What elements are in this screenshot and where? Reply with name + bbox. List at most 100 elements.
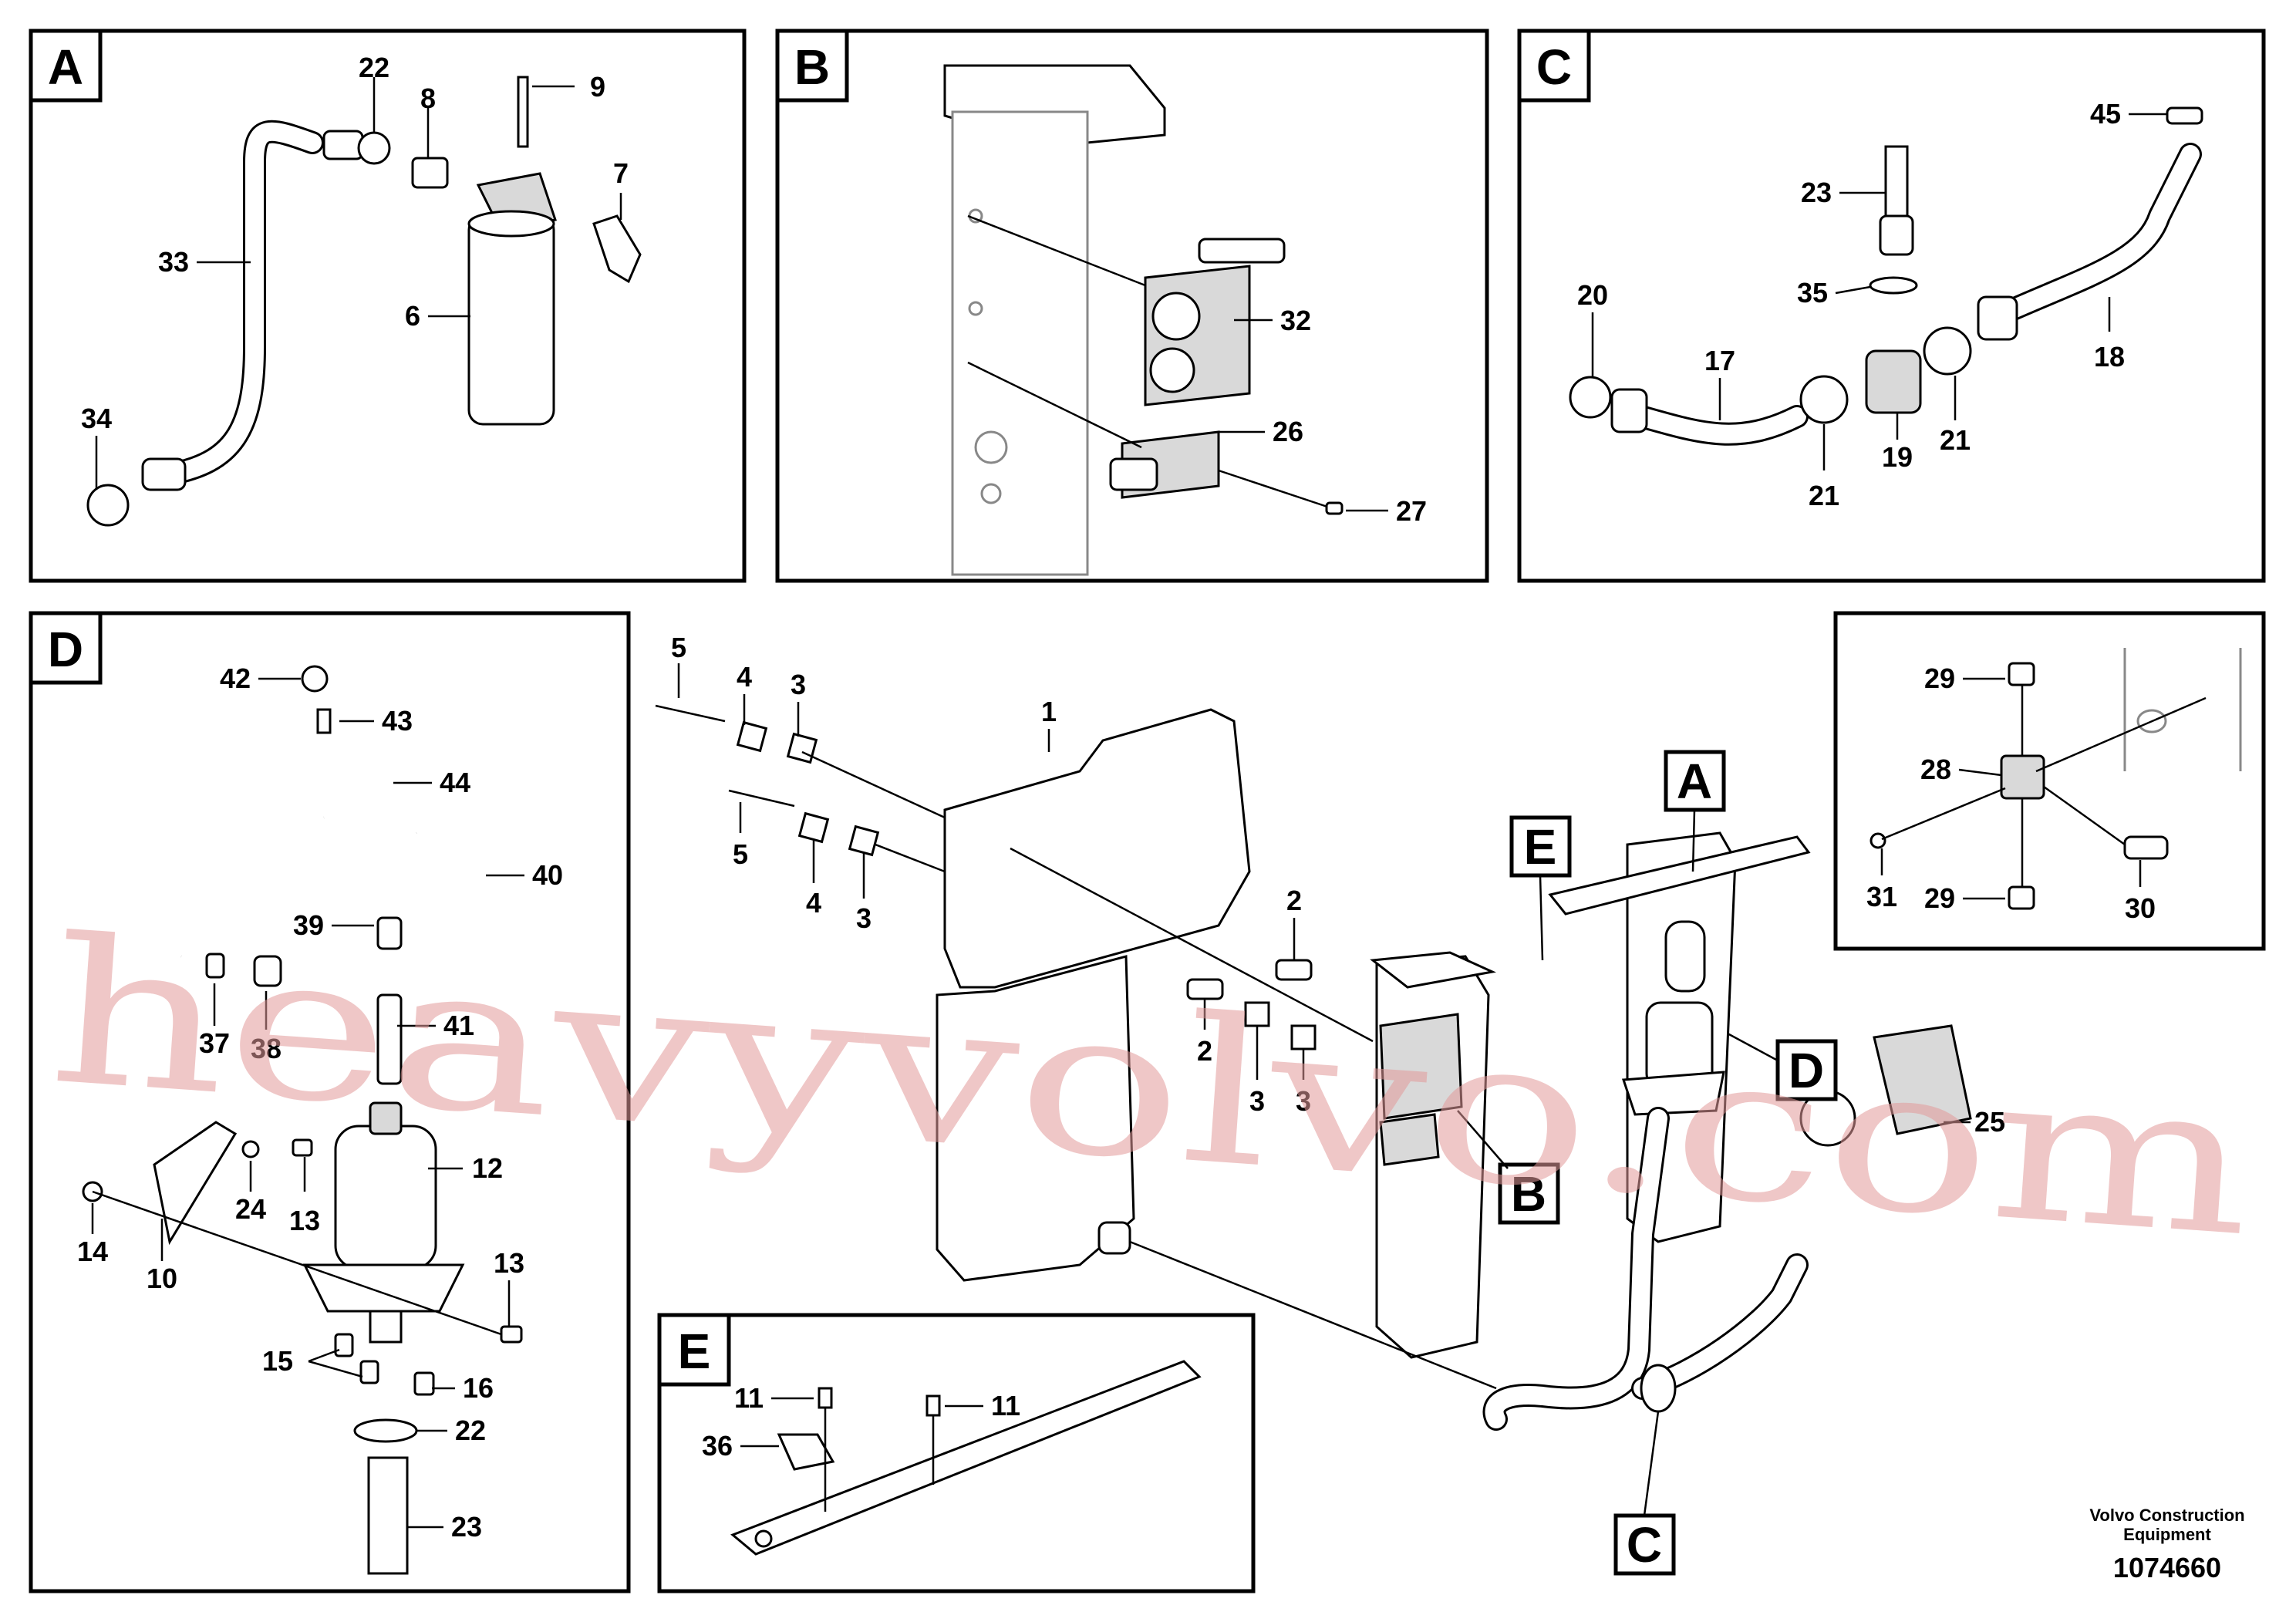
tank-1 <box>943 708 1251 989</box>
callout-2-top: 2 <box>1286 885 1302 916</box>
clamp-22 <box>357 131 391 165</box>
callout-41: 41 <box>443 1010 474 1041</box>
callout-5-top: 5 <box>671 632 686 663</box>
callout-42: 42 <box>220 663 251 694</box>
fitting-15b <box>359 1360 379 1384</box>
callout-32: 32 <box>1280 305 1311 336</box>
elbow-29-bottom <box>2008 885 2035 910</box>
callout-7: 7 <box>613 157 629 189</box>
callout-8: 8 <box>420 83 436 114</box>
ref-d: D <box>1789 1043 1824 1098</box>
valve-block-main <box>1379 1013 1463 1120</box>
screw-43 <box>316 708 332 734</box>
callout-36: 36 <box>702 1430 733 1462</box>
callout-4-bottom: 4 <box>806 887 821 919</box>
callout-20: 20 <box>1577 279 1608 311</box>
callout-12: 12 <box>472 1152 503 1184</box>
frame-column <box>951 110 1089 576</box>
sensor-30 <box>2123 835 2169 860</box>
screw-11-right <box>925 1394 941 1417</box>
diagram-number: 1074660 <box>2113 1552 2221 1583</box>
callout-17: 17 <box>1704 345 1735 376</box>
callout-6: 6 <box>405 300 420 332</box>
clamp-21-left <box>1799 375 1849 424</box>
tee-19 <box>1865 349 1922 414</box>
callout-39: 39 <box>293 909 324 941</box>
bracket-36 <box>777 1433 835 1471</box>
callout-3-top: 3 <box>791 669 806 700</box>
footer-company: Volvo Construction <box>2089 1506 2244 1525</box>
elbow-29-top <box>2008 662 2035 686</box>
callout-26: 26 <box>1273 416 1303 447</box>
callout-18: 18 <box>2094 341 2125 373</box>
callout-40: 40 <box>532 859 563 891</box>
panel-a-label: A <box>48 39 83 95</box>
elbow-7 <box>592 214 642 284</box>
callout-13-top: 13 <box>289 1205 320 1236</box>
callout-29-bottom: 29 <box>1924 882 1955 914</box>
bolt-13-bottom <box>500 1325 523 1344</box>
callout-45: 45 <box>2090 98 2121 130</box>
callout-3-d: 3 <box>1296 1085 1311 1117</box>
washer-24 <box>241 1140 260 1158</box>
panel-d-label: D <box>48 622 83 677</box>
washer-4-bottom <box>797 811 830 844</box>
tube-23-d <box>367 1456 409 1575</box>
callout-10: 10 <box>147 1263 177 1294</box>
callout-38: 38 <box>251 1033 282 1064</box>
callout-3-c: 3 <box>1249 1085 1265 1117</box>
hose-18-end <box>1977 295 2018 341</box>
callout-43: 43 <box>382 705 413 737</box>
panel-d: D <box>29 611 631 1593</box>
panel-c: C 45 23 20 35 17 18 19 21 21 <box>1517 29 2266 583</box>
callout-35: 35 <box>1797 277 1828 309</box>
panel-e-label: E <box>678 1324 711 1379</box>
fitting-37 <box>205 953 225 979</box>
panel-a: A 22 8 9 7 33 6 34 <box>29 29 747 583</box>
valve-25 <box>1873 1024 1972 1135</box>
callout-37: 37 <box>199 1027 230 1059</box>
callout-1: 1 <box>1041 696 1057 727</box>
footer: Volvo Construction Equipment 1074660 <box>2089 1506 2244 1583</box>
clamp-34 <box>86 484 130 527</box>
callout-4-top: 4 <box>737 661 752 693</box>
flat-bar <box>730 1360 1202 1556</box>
fitting-16 <box>413 1371 435 1396</box>
filter-6 <box>467 214 555 426</box>
callout-15: 15 <box>262 1345 293 1377</box>
callout-23-d: 23 <box>451 1511 482 1543</box>
clamp-35 <box>1869 276 1918 295</box>
screw-31 <box>1870 832 1886 849</box>
callout-24: 24 <box>235 1193 266 1225</box>
screw-11-left <box>818 1387 833 1409</box>
sensor-45 <box>2166 106 2203 125</box>
callout-33: 33 <box>158 246 189 278</box>
callout-11-left: 11 <box>734 1382 764 1414</box>
spacer-2-top <box>1275 959 1313 981</box>
hose-end-fitting <box>141 457 187 491</box>
hose-41 <box>376 993 403 1085</box>
callout-31: 31 <box>1866 881 1897 912</box>
callout-5-bottom: 5 <box>733 838 748 870</box>
hose-17-end <box>1610 388 1648 433</box>
footer-company-line2: Equipment <box>2123 1525 2211 1544</box>
fitting-39 <box>376 916 403 950</box>
callout-22: 22 <box>359 52 389 83</box>
callout-28: 28 <box>1920 754 1951 785</box>
washer-3-bottom <box>848 824 880 857</box>
callout-21-left: 21 <box>1809 480 1839 511</box>
filter-base <box>302 1263 465 1313</box>
callout-22-d: 22 <box>455 1415 486 1446</box>
washer-4-top <box>736 720 768 753</box>
fitting-15a <box>334 1333 354 1357</box>
panel-detail: 29 28 31 29 30 <box>1833 611 2266 951</box>
fitting-8 <box>411 157 449 189</box>
clamp-20 <box>1569 376 1612 419</box>
ref-c: C <box>1627 1517 1662 1573</box>
block-28 <box>2000 754 2045 800</box>
callout-2-bottom: 2 <box>1197 1035 1212 1067</box>
callout-11-right: 11 <box>991 1390 1020 1421</box>
callout-13-bottom: 13 <box>494 1247 524 1279</box>
callout-44: 44 <box>440 767 470 798</box>
